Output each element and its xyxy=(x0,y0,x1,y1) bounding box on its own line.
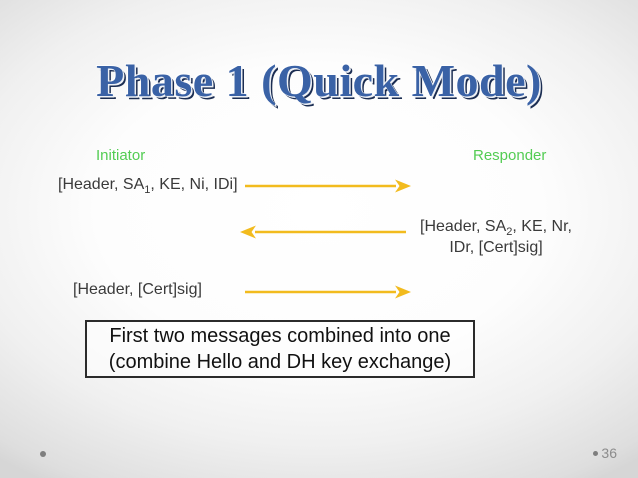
footer-bullet-dot-left xyxy=(40,451,46,457)
message-2-line-2: IDr, [Cert]sig] xyxy=(449,239,543,256)
note-line-1: First two messages combined into one xyxy=(109,325,451,347)
responder-label: Responder xyxy=(473,147,547,164)
note-line-2: (combine Hello and DH key exchange) xyxy=(108,351,452,373)
message-3-text: [Header, [Cert]sig] xyxy=(73,281,202,298)
message-2-line-1: [Header, SA2, KE, Nr, xyxy=(416,216,576,239)
message-2-text: [Header, SA2, KE, Nr, IDr, [Cert]sig] xyxy=(416,216,576,258)
arrow-head-icon xyxy=(395,285,411,299)
initiator-label: Initiator xyxy=(96,147,146,164)
arrow-right-message-1 xyxy=(245,179,411,193)
arrow-head-icon xyxy=(395,179,411,193)
message-2-part: , KE, Nr, xyxy=(512,218,572,235)
message-1-subscript: 1 xyxy=(144,184,151,197)
message-2-part: [Header, SA xyxy=(420,218,507,235)
note-box: First two messages combined into one (co… xyxy=(85,320,475,378)
message-1-part: [Header, SA xyxy=(58,176,145,193)
message-1-part: , KE, Ni, IDi] xyxy=(150,176,238,193)
footer-page-indicator: 36 xyxy=(593,445,617,461)
slide-title: Phase 1 (Quick Mode) xyxy=(96,55,542,106)
footer-bullet-dot-right xyxy=(593,450,599,456)
arrow-right-message-3 xyxy=(245,285,411,299)
message-1-text: [Header, SA1, KE, Ni, IDi] xyxy=(58,176,238,197)
message-2-subscript: 2 xyxy=(506,226,513,239)
arrow-left-message-2 xyxy=(240,225,406,239)
arrow-head-icon xyxy=(240,225,256,239)
page-number: 36 xyxy=(601,445,617,461)
